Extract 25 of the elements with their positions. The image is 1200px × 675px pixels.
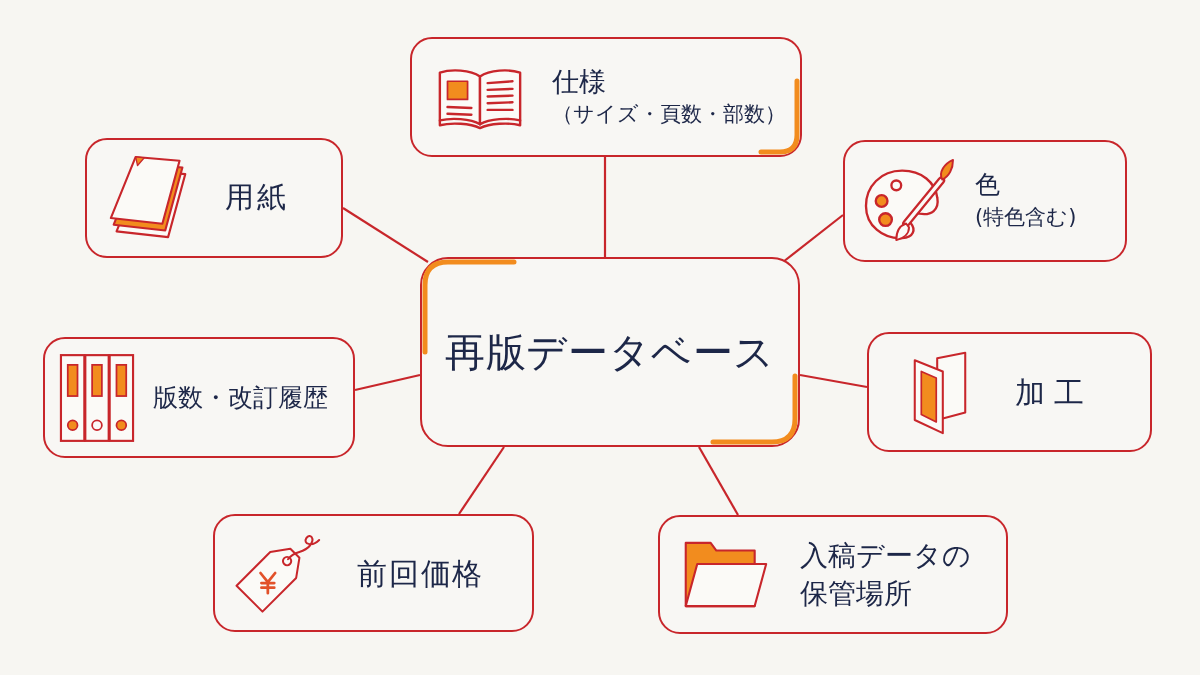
connector-line xyxy=(799,373,868,389)
topic-box xyxy=(658,515,1008,634)
topic-heading: 色 xyxy=(975,169,1000,201)
topic-label: 版数・改訂履歴 xyxy=(153,381,328,414)
topic-heading: 仕様 xyxy=(552,64,606,99)
topic-box xyxy=(867,332,1152,452)
topic-box xyxy=(213,514,534,632)
topic-label: 入稿データの保管場所 xyxy=(800,537,972,612)
connector-line xyxy=(782,214,844,263)
topic-label: 加工 xyxy=(1015,373,1093,412)
topic-note: （サイズ・頁数・部数） xyxy=(552,100,786,128)
topic-box xyxy=(410,37,802,157)
topic-box xyxy=(843,140,1127,262)
connector-line xyxy=(354,373,421,392)
connector-line xyxy=(698,446,739,516)
topic-note: (特色含む) xyxy=(975,203,1077,231)
hub-title: 再版データベース xyxy=(444,328,776,377)
hub-box xyxy=(420,257,800,447)
connector-line xyxy=(342,207,429,263)
topic-label: 用紙 xyxy=(225,179,290,217)
topic-label: 前回価格 xyxy=(357,554,485,593)
connector-line xyxy=(458,446,505,515)
topic-box xyxy=(43,337,355,458)
topic-box xyxy=(85,138,343,258)
connector-line xyxy=(603,157,607,257)
